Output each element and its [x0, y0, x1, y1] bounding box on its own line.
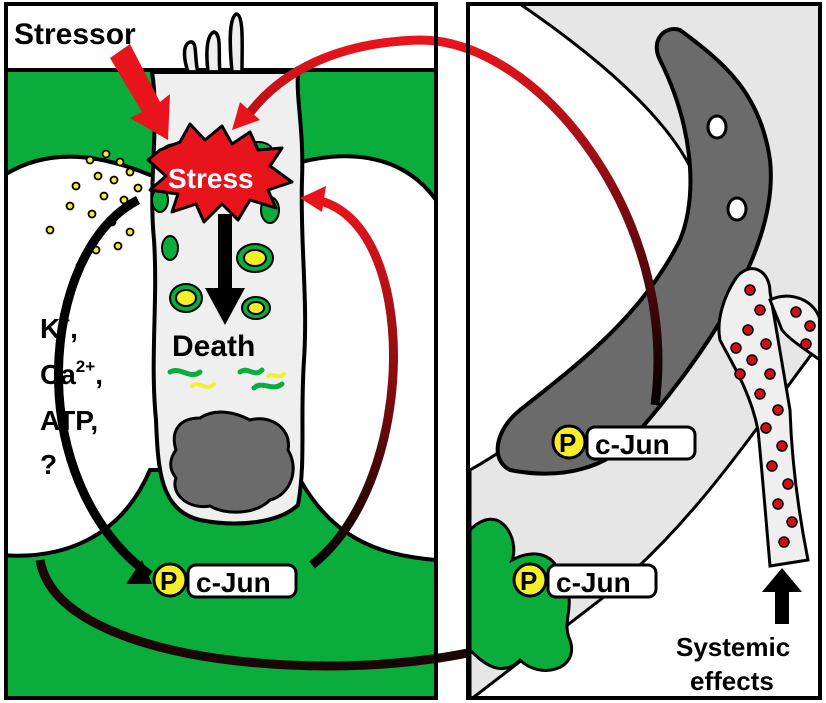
systemic-label-line2: effects [690, 666, 774, 696]
cell-cjun-text: c-Jun [595, 429, 670, 460]
glia-cjun-text: c-Jun [196, 567, 271, 598]
right-glia-cjun-text: c-Jun [556, 567, 631, 598]
blood-vessel [717, 267, 810, 568]
stress-starburst [146, 122, 294, 224]
vacuole [706, 114, 728, 140]
left-arc-arrowhead [126, 560, 152, 584]
nucleus [169, 410, 295, 514]
return-arc-arrowhead [232, 102, 260, 130]
left-panel [6, 4, 436, 698]
cell-processes [152, 12, 298, 74]
right-panel [232, 4, 820, 698]
vacuole [726, 196, 748, 222]
ion-atp-label: ATP, [40, 405, 98, 436]
fragmented-mitochondria [167, 367, 286, 391]
left-panel-frame [4, 2, 438, 700]
stressor-label: Stressor [14, 18, 136, 51]
cell-p-badge: P [559, 428, 576, 458]
death-arrow [205, 214, 245, 325]
ion-unknown-label: ? [40, 449, 57, 480]
right-panel-frame [466, 2, 822, 700]
systemic-label-line1: Systemic [676, 632, 790, 662]
systemic-arrow [762, 568, 802, 624]
feedback-arc-arrow [309, 195, 398, 569]
glia-p-badge: P [160, 566, 177, 596]
feedback-arc-arrowhead [300, 186, 326, 212]
red-blood-cells [730, 284, 816, 548]
ion-k-label: K+, [40, 311, 78, 344]
stressor-arrow [110, 44, 170, 140]
death-label: Death [172, 330, 255, 363]
cell-cjun-label [551, 424, 697, 461]
right-glia-p-badge: P [520, 566, 537, 596]
ion-ca-label: Ca2+, [40, 357, 103, 390]
left-arc-arrow [54, 195, 153, 579]
stress-label: Stress [168, 163, 254, 194]
right-glia-cjun-label [512, 562, 658, 599]
return-arc-arrow [242, 35, 663, 406]
responding-cell [495, 27, 773, 476]
glia-cjun-label [152, 562, 298, 599]
